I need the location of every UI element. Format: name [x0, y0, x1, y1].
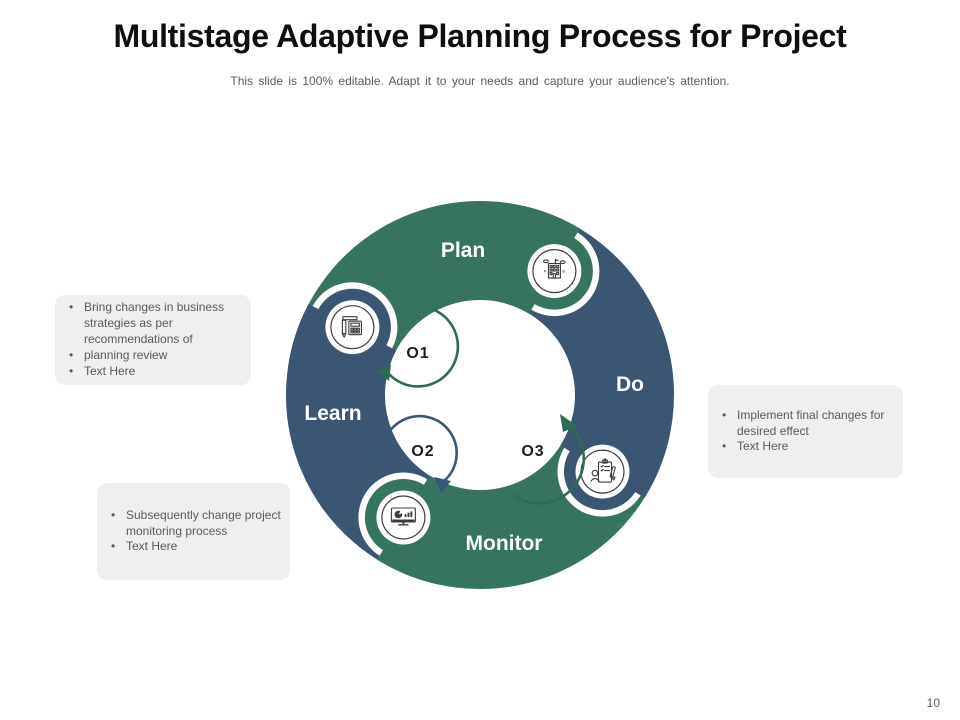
- calculator-pen-icon: [341, 316, 362, 338]
- bullet-item: Bring changes in business strategies as …: [67, 300, 243, 347]
- callout-learn: Bring changes in business strategies as …: [55, 295, 251, 385]
- arrow-o3-label: O3: [521, 443, 544, 460]
- segment-learn-label: Learn: [304, 402, 361, 425]
- bullet-item: Implement final changes for desired effe…: [720, 408, 895, 440]
- arrow-o2-label: O2: [411, 443, 434, 460]
- page-number: 10: [926, 696, 940, 710]
- monitor-badge: [376, 490, 431, 545]
- svg-text:R: R: [544, 269, 547, 274]
- callout-monitor: Subsequently change project monitoring p…: [97, 483, 290, 580]
- plan-badge: R B: [527, 244, 582, 299]
- callout-learn-list: Bring changes in business strategies as …: [55, 290, 251, 389]
- arrow-o2: O2: [381, 414, 458, 493]
- callout-do-list: Implement final changes for desired effe…: [708, 398, 903, 465]
- segment-monitor-label: Monitor: [466, 532, 543, 555]
- person-clipboard-icon: [590, 458, 616, 483]
- dashboard-monitor-icon: [390, 507, 416, 526]
- bullet-item: Subsequently change project monitoring p…: [109, 508, 282, 540]
- svg-text:B: B: [562, 269, 565, 274]
- callout-do: Implement final changes for desired effe…: [708, 385, 903, 478]
- bullet-item: Text Here: [67, 364, 243, 380]
- bullet-item: planning review: [67, 348, 243, 364]
- arrow-o1: O1: [377, 307, 460, 388]
- blueprint-building-icon: R B: [542, 258, 566, 279]
- learn-badge: [325, 300, 380, 355]
- segment-do-label: Do: [616, 373, 644, 396]
- arrow-o3: O3: [512, 414, 586, 505]
- bullet-item: Text Here: [720, 439, 895, 455]
- segment-plan-label: Plan: [441, 239, 485, 262]
- bullet-item: Text Here: [109, 539, 282, 555]
- arrow-o1-label: O1: [406, 345, 429, 362]
- page-subtitle: This slide is 100% editable. Adapt it to…: [230, 74, 730, 88]
- page-title: Multistage Adaptive Planning Process for…: [113, 18, 847, 54]
- callout-monitor-list: Subsequently change project monitoring p…: [97, 498, 290, 565]
- cycle-diagram: R B: [286, 201, 674, 589]
